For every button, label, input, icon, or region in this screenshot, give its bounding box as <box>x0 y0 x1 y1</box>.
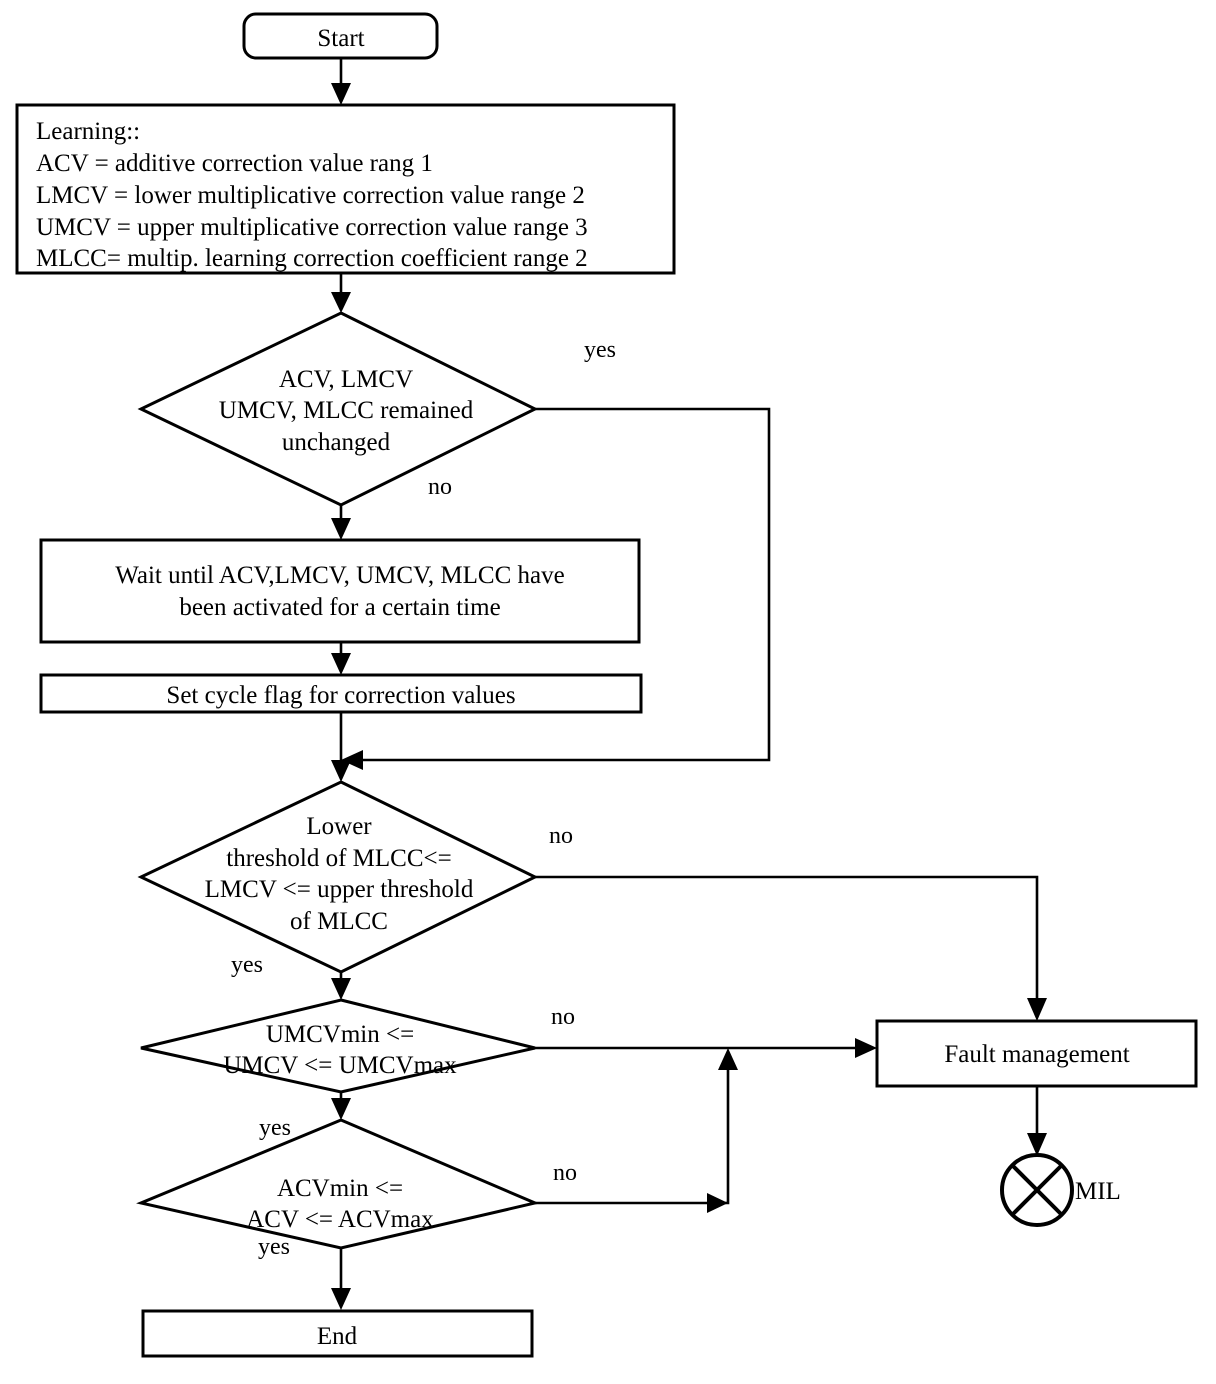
node-decision-mlcc[interactable]: Lower threshold of MLCC<= LMCV <= upper … <box>137 780 539 974</box>
edge-label-umcv-no: no <box>551 1004 575 1030</box>
connector-mlcc-no-to-fault <box>535 875 1047 1021</box>
decision-umcv-line-1: UMCV <= UMCVmax <box>223 1052 457 1079</box>
set-cycle-flag-shape[interactable] <box>39 673 643 714</box>
connector-umcv-no-to-fault <box>535 1038 877 1058</box>
wait-line-1: been activated for a certain time <box>179 594 500 621</box>
edge-label-unchanged-no: no <box>428 474 452 500</box>
decision-unchanged-line-1: UMCV, MLCC remained <box>219 397 474 424</box>
learning-line-0: Learning:: <box>36 118 140 145</box>
start-label: Start <box>317 25 364 52</box>
connector-setcycle-to-mlcc <box>331 712 351 782</box>
edge-label-unchanged-yes: yes <box>584 337 616 363</box>
learning-line-3: UMCV = upper multiplicative correction v… <box>36 214 588 241</box>
mil-lamp-icon <box>1000 1153 1074 1227</box>
node-set-cycle-flag[interactable]: Set cycle flag for correction values <box>39 673 643 714</box>
connector-umcv-yes-to-acv <box>331 1092 351 1120</box>
wait-line-0: Wait until ACV,LMCV, UMCV, MLCC have <box>115 562 564 589</box>
wait-shape[interactable] <box>39 538 641 644</box>
mil-label: MIL <box>1075 1178 1121 1205</box>
connector-acv-no-to-fault-line <box>535 1048 738 1213</box>
decision-acv-shape[interactable] <box>136 1118 540 1250</box>
connector-mlcc-yes-to-umcv <box>331 972 351 1000</box>
decision-unchanged-shape[interactable] <box>137 311 539 507</box>
decision-umcv-line-0: UMCVmin <= <box>266 1021 414 1048</box>
learning-line-2: LMCV = lower multiplicative correction v… <box>36 182 585 209</box>
node-decision-unchanged[interactable]: ACV, LMCV UMCV, MLCC remained unchanged <box>137 311 539 507</box>
connector-wait-to-setcycle <box>331 642 351 675</box>
node-end[interactable]: End <box>141 1309 534 1358</box>
edge-label-acv-yes: yes <box>258 1234 290 1260</box>
decision-mlcc-line-0: Lower <box>306 813 372 840</box>
decision-unchanged-line-0: ACV, LMCV <box>279 366 413 393</box>
edge-label-mlcc-yes: yes <box>231 952 263 978</box>
decision-unchanged-line-2: unchanged <box>282 429 391 456</box>
connector-unchanged-yes-to-mlcc <box>341 407 771 770</box>
start-shape[interactable] <box>242 12 439 60</box>
node-learning[interactable]: Learning:: ACV = additive correction val… <box>15 103 676 275</box>
edge-label-umcv-yes: yes <box>259 1115 291 1141</box>
decision-acv-line-0: ACVmin <= <box>277 1175 403 1202</box>
decision-acv-line-1: ACV <= ACVmax <box>246 1206 434 1233</box>
edge-label-mlcc-no: no <box>549 823 573 849</box>
connector-fault-to-mil <box>1027 1086 1047 1156</box>
set-cycle-flag-label: Set cycle flag for correction values <box>166 682 515 709</box>
node-start[interactable]: Start <box>242 12 439 60</box>
decision-mlcc-shape[interactable] <box>137 780 539 974</box>
learning-shape[interactable] <box>15 103 676 275</box>
decision-mlcc-line-2: LMCV <= upper threshold <box>205 876 474 903</box>
learning-line-4: MLCC= multip. learning correction coeffi… <box>36 245 588 272</box>
mil-cross-line-2 <box>1011 1164 1063 1216</box>
learning-line-1: ACV = additive correction value rang 1 <box>36 150 433 177</box>
fault-management-shape[interactable] <box>875 1019 1198 1088</box>
connector-acv-yes-to-end <box>331 1248 351 1310</box>
decision-umcv-shape[interactable] <box>140 998 536 1094</box>
node-wait[interactable]: Wait until ACV,LMCV, UMCV, MLCC have bee… <box>39 538 641 644</box>
decision-mlcc-line-1: threshold of MLCC<= <box>226 845 451 872</box>
decision-mlcc-line-3: of MLCC <box>290 908 388 935</box>
node-fault-management[interactable]: Fault management <box>875 1019 1198 1088</box>
edge-label-acv-no: no <box>553 1160 577 1186</box>
node-decision-umcv[interactable]: UMCVmin <= UMCV <= UMCVmax <box>140 998 536 1094</box>
connector-unchanged-no-to-wait <box>331 505 351 540</box>
fault-management-label: Fault management <box>944 1041 1129 1068</box>
connector-start-to-learning <box>331 57 351 105</box>
node-decision-acv[interactable]: ACVmin <= ACV <= ACVmax <box>136 1118 540 1250</box>
end-shape[interactable] <box>141 1309 534 1358</box>
connector-learning-to-decision-unchanged <box>331 273 351 313</box>
end-label: End <box>317 1323 358 1350</box>
